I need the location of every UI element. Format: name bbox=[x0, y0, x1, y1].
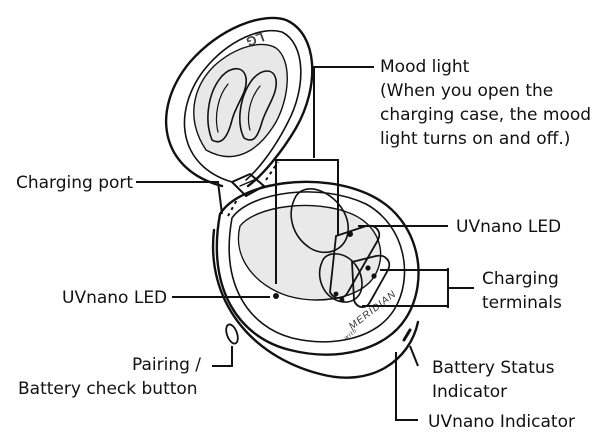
battery-status-label-1: Battery Status bbox=[432, 358, 555, 378]
battery-status-label-2: Indicator bbox=[432, 382, 507, 402]
uvnano-led-left-dot bbox=[273, 293, 279, 299]
pairing-label-2: Battery check button bbox=[18, 379, 198, 399]
mood-light-desc-1: (When you open the bbox=[380, 81, 553, 101]
case-lid: LG bbox=[165, 16, 314, 188]
charging-port-label: Charging port bbox=[16, 173, 133, 193]
labels: Mood light (When you open the charging c… bbox=[16, 57, 591, 432]
terminal-dot bbox=[339, 297, 345, 303]
uvnano-led-right-dot bbox=[347, 231, 353, 237]
pairing-button[interactable] bbox=[224, 323, 240, 345]
charging-port-leader bbox=[136, 181, 223, 215]
battery-indicator bbox=[402, 328, 412, 342]
uvnano-indicator-leader bbox=[395, 352, 418, 421]
terminal-dot bbox=[371, 273, 377, 279]
charging-terminals-label-2: terminals bbox=[482, 293, 562, 313]
charging-terminals-label-1: Charging bbox=[482, 269, 559, 289]
mood-light-label: Mood light bbox=[380, 57, 470, 77]
uvnano-led-right-label: UVnano LED bbox=[456, 217, 561, 237]
pairing-label-1: Pairing / bbox=[132, 355, 201, 375]
mood-light-desc-2: charging case, the mood bbox=[380, 105, 591, 125]
brand-prefix: with bbox=[344, 328, 359, 342]
battery-status-leader bbox=[409, 345, 419, 367]
mood-light-bracket bbox=[275, 159, 339, 236]
uvnano-indicator-label: UVnano Indicator bbox=[428, 412, 575, 432]
case-base: MERIDIAN with bbox=[211, 180, 420, 379]
pairing-leader bbox=[212, 346, 233, 367]
uvnano-led-left-label: UVnano LED bbox=[62, 288, 167, 308]
mood-light-leader bbox=[313, 66, 374, 158]
lid-logo: LG bbox=[244, 29, 266, 49]
mood-light-desc-3: light turns on and off.) bbox=[380, 129, 570, 149]
terminal-dot bbox=[365, 265, 371, 271]
terminal-dot bbox=[333, 291, 339, 297]
